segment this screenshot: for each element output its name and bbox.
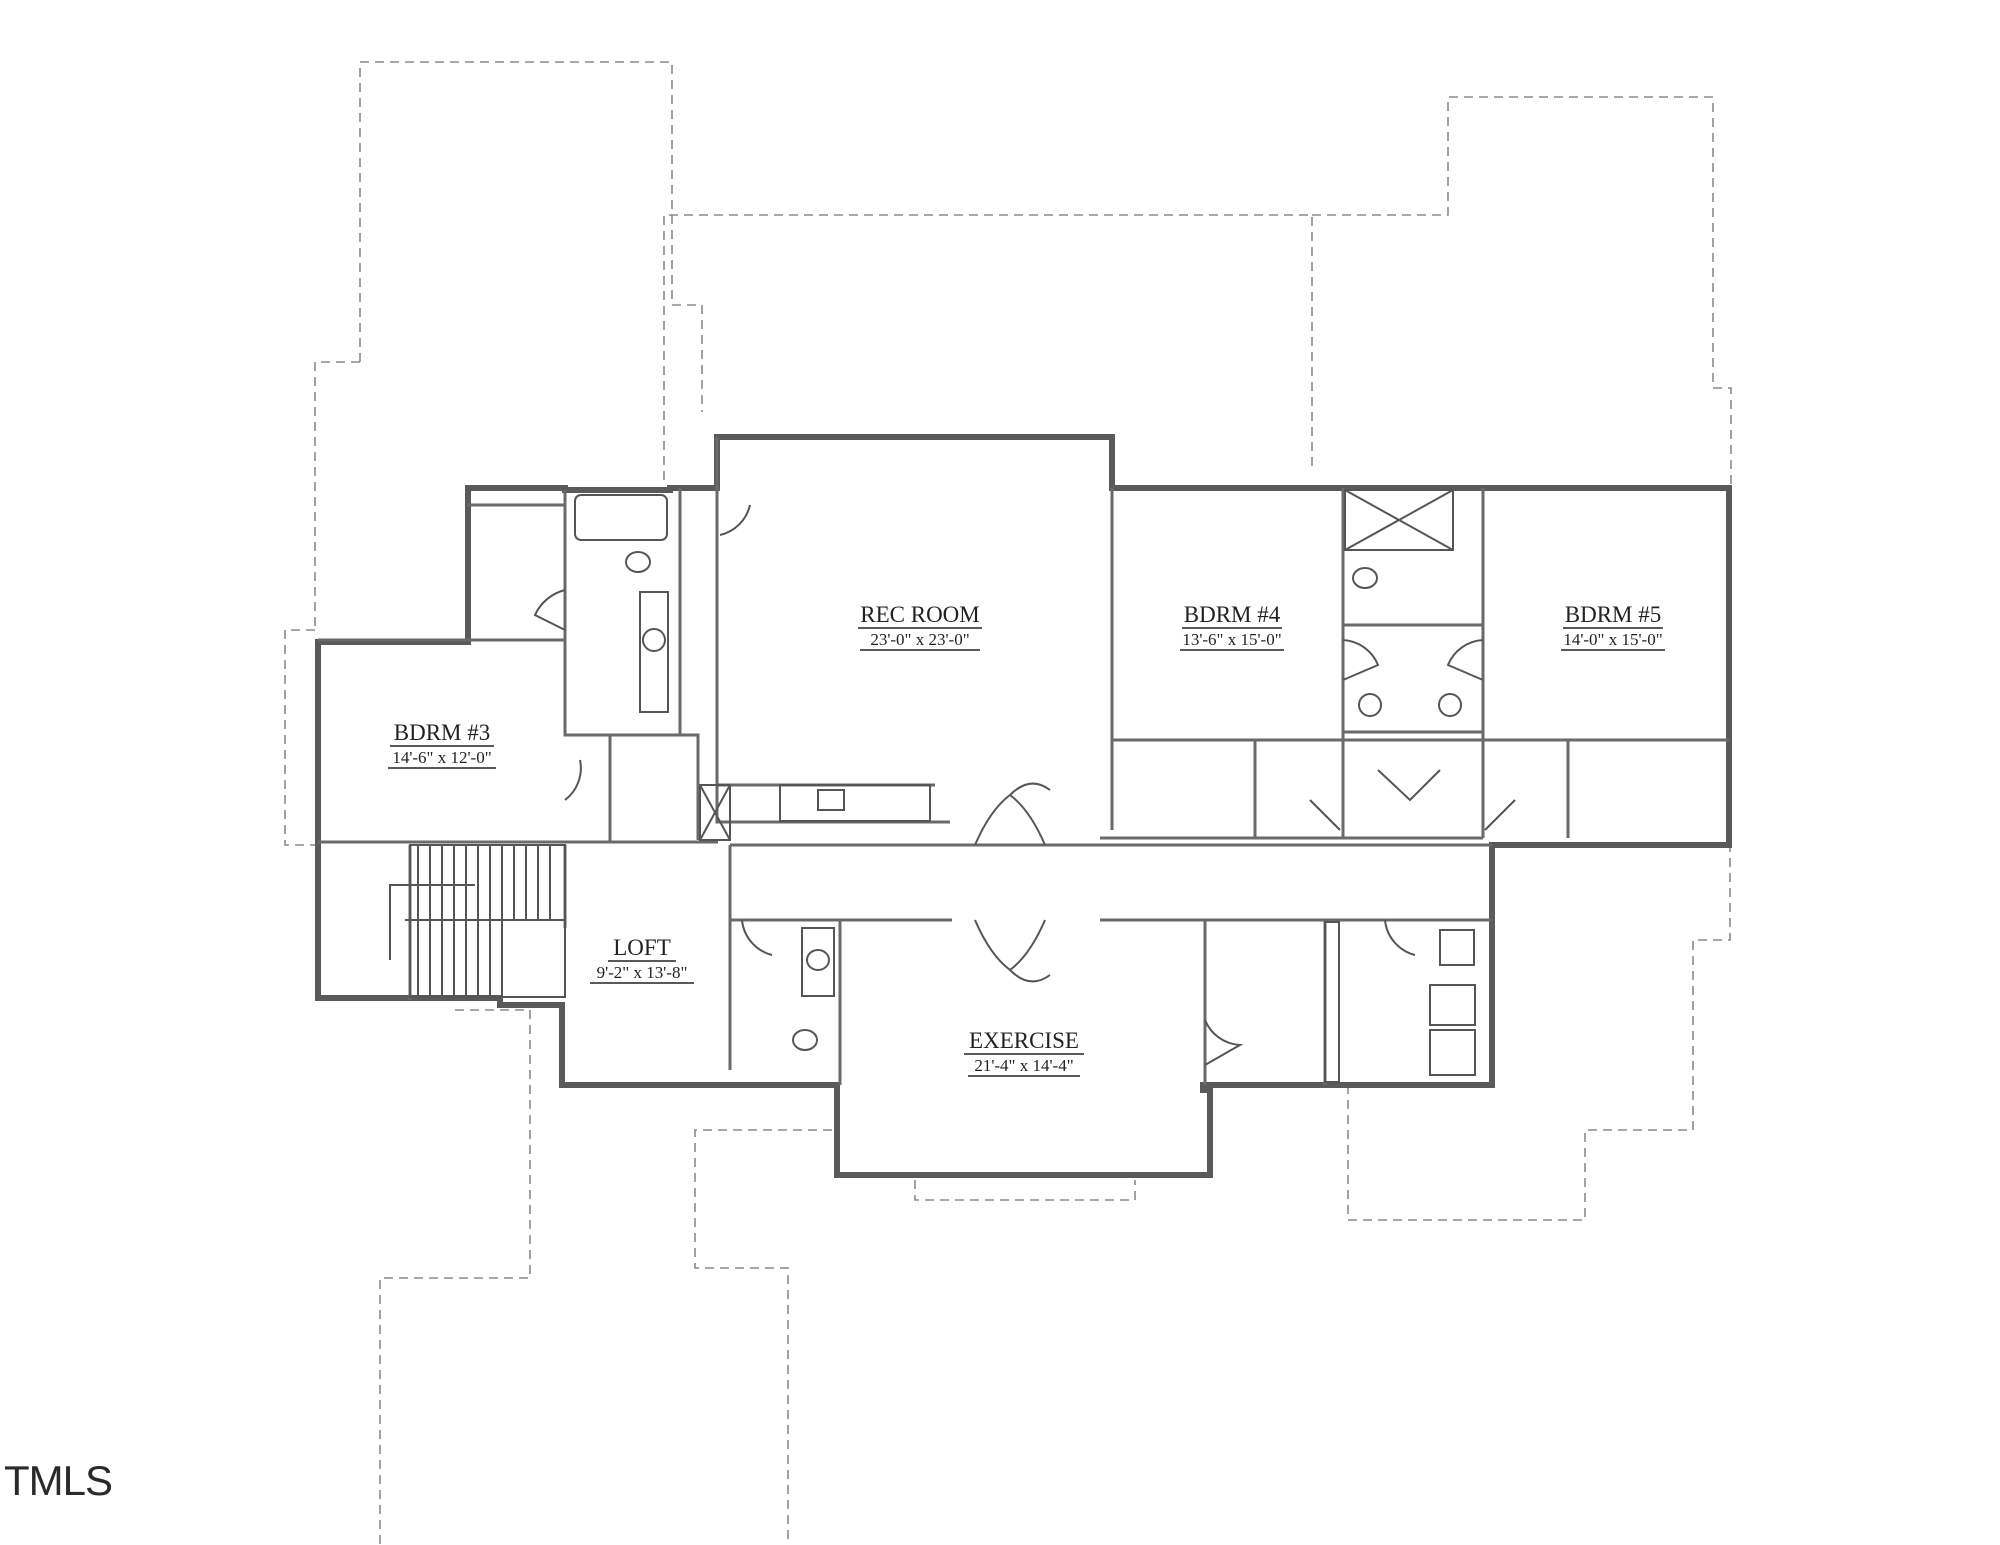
- fixtures: [574, 489, 1476, 1083]
- room-label-exercise: EXERCISE 21'-4" x 14'-4": [964, 1028, 1084, 1077]
- rec-room-name: REC ROOM: [860, 602, 980, 627]
- exterior-walls: [315, 434, 1732, 1178]
- rec-room-dims: 23'-0" x 23'-0": [870, 630, 969, 649]
- room-label-bdrm3: BDRM #3 14'-6" x 12'-0": [388, 720, 496, 769]
- loft-dims: 9'-2" x 13'-8": [597, 963, 688, 982]
- stairs: [389, 844, 566, 998]
- exercise-dims: 21'-4" x 14'-4": [974, 1056, 1073, 1075]
- bdrm4-dims: 13'-6" x 15'-0": [1182, 630, 1281, 649]
- room-label-loft: LOFT 9'-2" x 13'-8": [590, 935, 694, 984]
- dashed-outline: [284, 61, 1732, 1545]
- room-label-bdrm5: BDRM #5 14'-0" x 15'-0": [1561, 602, 1665, 651]
- bdrm5-name: BDRM #5: [1565, 602, 1662, 627]
- bdrm3-dims: 14'-6" x 12'-0": [392, 748, 491, 767]
- bdrm3-name: BDRM #3: [394, 720, 491, 745]
- tmls-logo: TMLS: [4, 1457, 113, 1504]
- bdrm5-dims: 14'-0" x 15'-0": [1563, 630, 1662, 649]
- exercise-name: EXERCISE: [969, 1028, 1079, 1053]
- loft-name: LOFT: [613, 935, 671, 960]
- room-label-bdrm4: BDRM #4 13'-6" x 15'-0": [1180, 602, 1284, 651]
- interior-walls: [318, 437, 1729, 1085]
- bdrm4-name: BDRM #4: [1184, 602, 1281, 627]
- room-label-rec-room: REC ROOM 23'-0" x 23'-0": [858, 602, 982, 651]
- doors: [533, 504, 1516, 1066]
